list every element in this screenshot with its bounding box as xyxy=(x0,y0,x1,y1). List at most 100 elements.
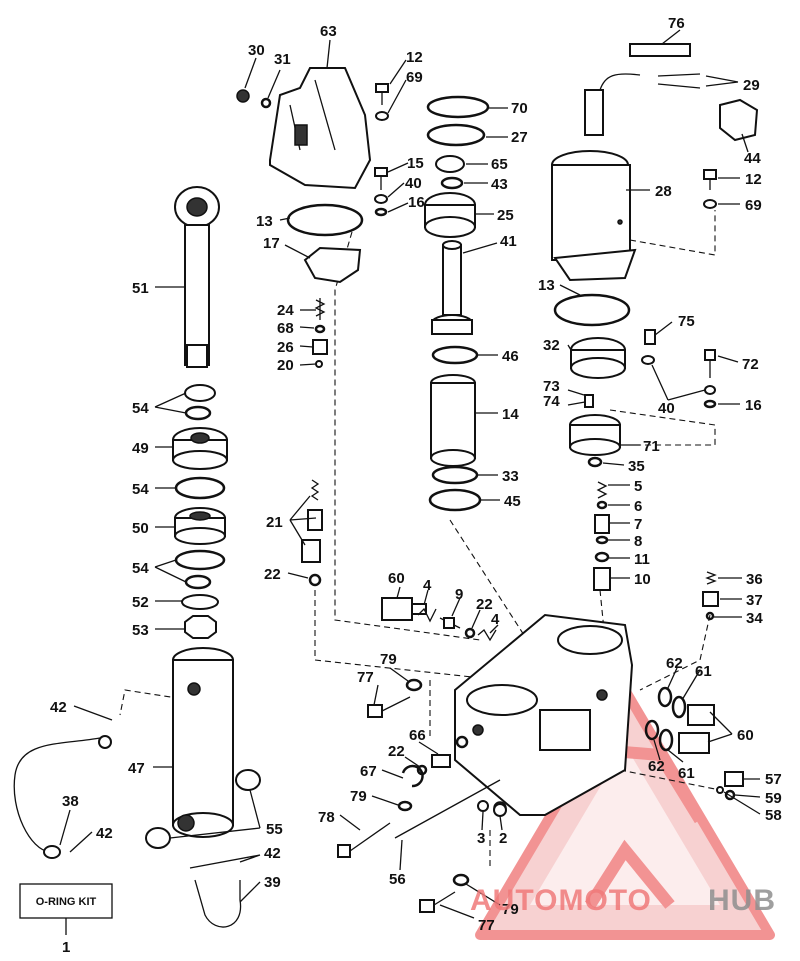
oring-22-mid xyxy=(464,627,476,639)
oring-13-right xyxy=(553,293,631,327)
label-7: 7 xyxy=(634,516,642,533)
label-76: 76 xyxy=(668,15,685,32)
label-22-mid: 22 xyxy=(476,596,493,613)
valve-body-71 xyxy=(569,414,621,456)
label-40-top: 40 xyxy=(405,175,422,192)
pump-32 xyxy=(570,337,626,379)
oring-43 xyxy=(440,176,464,190)
label-69-top: 69 xyxy=(406,69,423,86)
label-62-lower: 62 xyxy=(648,758,665,775)
label-13-left: 13 xyxy=(256,213,273,230)
label-63: 63 xyxy=(320,23,337,40)
label-34: 34 xyxy=(746,610,763,627)
label-54-mid: 54 xyxy=(132,481,149,498)
label-42-bottom: 42 xyxy=(264,845,281,862)
watermark-text: AUTOMOTO HUB xyxy=(470,884,775,917)
oring-kit-box xyxy=(19,883,113,919)
label-79-mid: 79 xyxy=(350,788,367,805)
oring-61-top xyxy=(671,695,687,719)
label-54-lower: 54 xyxy=(132,560,149,577)
label-71: 71 xyxy=(643,438,660,455)
valve-21 xyxy=(301,479,323,563)
label-41: 41 xyxy=(500,233,517,250)
fitting-57 xyxy=(724,771,744,787)
label-58: 58 xyxy=(765,807,782,824)
label-57: 57 xyxy=(765,771,782,788)
label-35: 35 xyxy=(628,458,645,475)
label-10: 10 xyxy=(634,571,651,588)
label-55: 55 xyxy=(266,821,283,838)
label-4-right: 4 xyxy=(491,611,500,628)
shaft-41 xyxy=(431,240,473,335)
connector-44 xyxy=(719,98,759,142)
motor-28 xyxy=(551,73,641,282)
sleeve-14 xyxy=(430,374,476,467)
piston-50 xyxy=(174,507,226,545)
label-73: 73 xyxy=(543,378,560,395)
oring-46 xyxy=(431,345,479,365)
pin-3 xyxy=(477,800,489,812)
screw-30 xyxy=(236,89,250,103)
oring-35 xyxy=(587,456,603,468)
label-15: 15 xyxy=(407,155,424,172)
label-9: 9 xyxy=(455,586,463,603)
screw-12-right xyxy=(703,169,717,190)
pin-78 xyxy=(337,822,391,858)
label-25: 25 xyxy=(497,207,514,224)
label-70: 70 xyxy=(511,100,528,117)
label-65: 65 xyxy=(491,156,508,173)
label-62-top: 62 xyxy=(666,655,683,672)
label-56: 56 xyxy=(389,871,406,888)
oring-16 xyxy=(374,207,388,217)
nut-53 xyxy=(184,615,217,639)
label-36: 36 xyxy=(746,571,763,588)
label-75: 75 xyxy=(678,313,695,330)
hose-fitting-top xyxy=(98,735,112,749)
oring-68 xyxy=(314,324,326,334)
piston-rod xyxy=(174,186,220,368)
screw-15 xyxy=(374,167,388,190)
screw-12-top xyxy=(375,83,389,105)
cap-65 xyxy=(435,155,465,173)
oring-62-top xyxy=(657,686,673,708)
washer-52 xyxy=(181,594,219,610)
label-24: 24 xyxy=(277,302,294,319)
washer-69-right xyxy=(703,199,717,209)
washer-79-mid xyxy=(397,800,413,812)
pin-2 xyxy=(493,803,507,817)
label-32: 32 xyxy=(543,337,560,354)
label-45: 45 xyxy=(504,493,521,510)
washer-79-top xyxy=(405,678,423,692)
oring-31 xyxy=(260,97,272,109)
label-52: 52 xyxy=(132,594,149,611)
label-6: 6 xyxy=(634,498,642,515)
oring-54-small xyxy=(184,405,212,421)
valve-7 xyxy=(594,514,610,534)
oring-16-right xyxy=(703,399,717,409)
spring-36 xyxy=(705,571,717,585)
oring-54-large xyxy=(174,549,226,571)
check-58 xyxy=(716,786,724,794)
bolt-77-bottom xyxy=(419,891,456,913)
label-77-top: 77 xyxy=(357,669,374,686)
cable-76 xyxy=(629,43,691,57)
seal-54-top xyxy=(184,384,216,402)
spring-5 xyxy=(596,481,608,499)
valve-37 xyxy=(702,591,719,607)
hose-fitting-bottom xyxy=(43,845,61,859)
label-21: 21 xyxy=(266,514,283,531)
leader-lines xyxy=(59,29,761,919)
pin-74 xyxy=(584,394,594,408)
label-50: 50 xyxy=(132,520,149,537)
label-4-left: 4 xyxy=(423,577,432,594)
label-60-right: 60 xyxy=(737,727,754,744)
label-1: 1 xyxy=(62,939,70,956)
label-42-mid: 42 xyxy=(96,825,113,842)
label-13-right: 13 xyxy=(538,277,555,294)
oring-62-lower xyxy=(644,719,660,741)
washer-79-bottom xyxy=(452,873,470,887)
label-46: 46 xyxy=(502,348,519,365)
oring-22-left xyxy=(308,573,322,587)
label-11: 11 xyxy=(634,551,650,568)
clip-67 xyxy=(401,764,424,788)
